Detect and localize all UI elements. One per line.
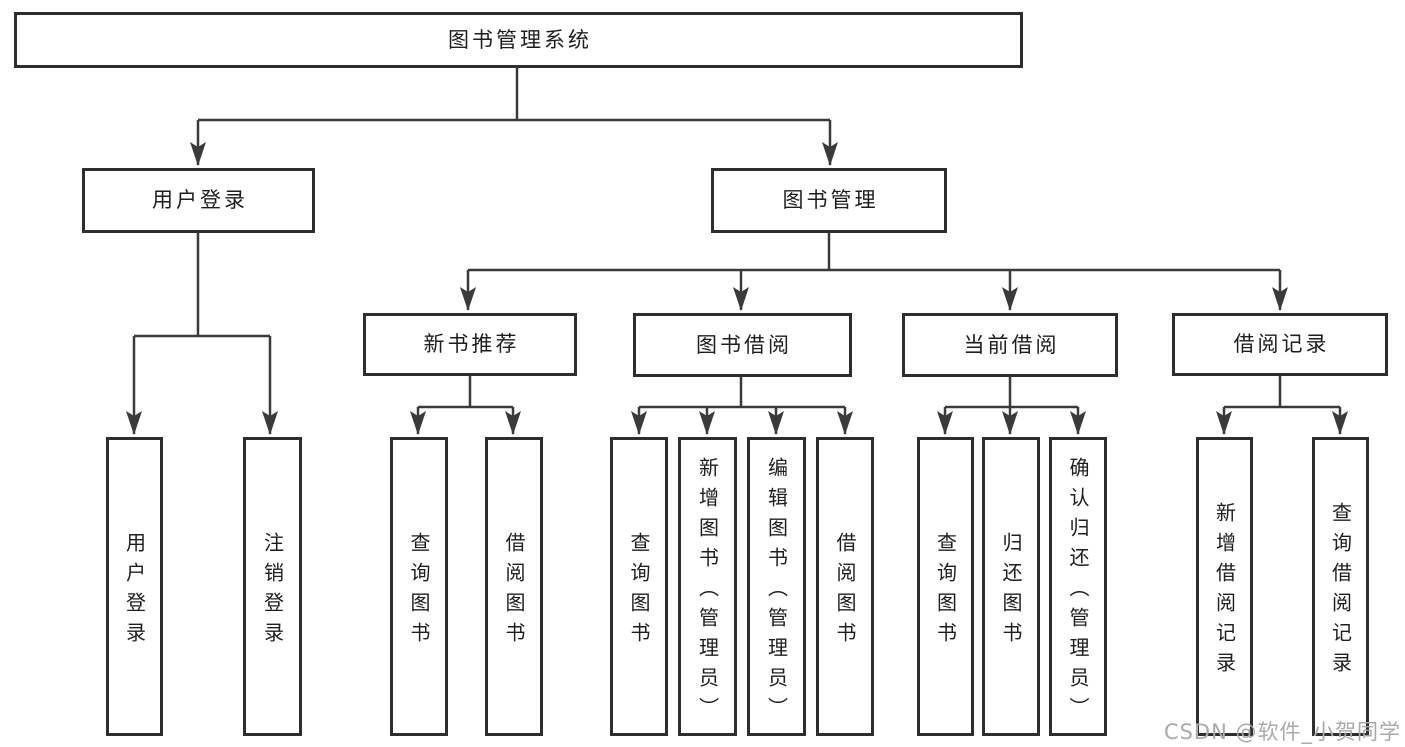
node-root: 图书管理系统 xyxy=(14,12,1023,68)
node-bb-edit-book: 编辑图书（管理员） xyxy=(747,437,806,736)
node-rec-borrow-book: 借阅图书 xyxy=(485,437,543,736)
csdn-watermark: CSDN @软件_小贺同学 xyxy=(1163,720,1401,744)
node-leaf-logout: 注销登录 xyxy=(243,437,302,736)
node-new-book-rec: 新书推荐 xyxy=(363,313,577,376)
node-current-borrow: 当前借阅 xyxy=(902,313,1118,377)
node-borrow-record: 借阅记录 xyxy=(1172,313,1388,376)
node-bb-borrow-book: 借阅图书 xyxy=(816,437,874,736)
node-book-borrow: 图书借阅 xyxy=(633,313,852,377)
node-br-query-record: 查询借阅记录 xyxy=(1312,437,1369,736)
node-bb-query-book: 查询图书 xyxy=(610,437,668,736)
node-cb-return-book: 归还图书 xyxy=(982,437,1040,736)
node-book-mgmt: 图书管理 xyxy=(711,168,947,233)
node-bb-add-book: 新增图书（管理员） xyxy=(678,437,737,736)
node-leaf-user-login: 用户登录 xyxy=(106,437,163,736)
node-rec-query-book: 查询图书 xyxy=(390,437,448,736)
node-br-add-record: 新增借阅记录 xyxy=(1196,437,1253,736)
node-user-login: 用户登录 xyxy=(82,168,315,233)
node-cb-query-book: 查询图书 xyxy=(917,437,974,736)
node-cb-confirm-return: 确认归还（管理员） xyxy=(1049,437,1107,736)
